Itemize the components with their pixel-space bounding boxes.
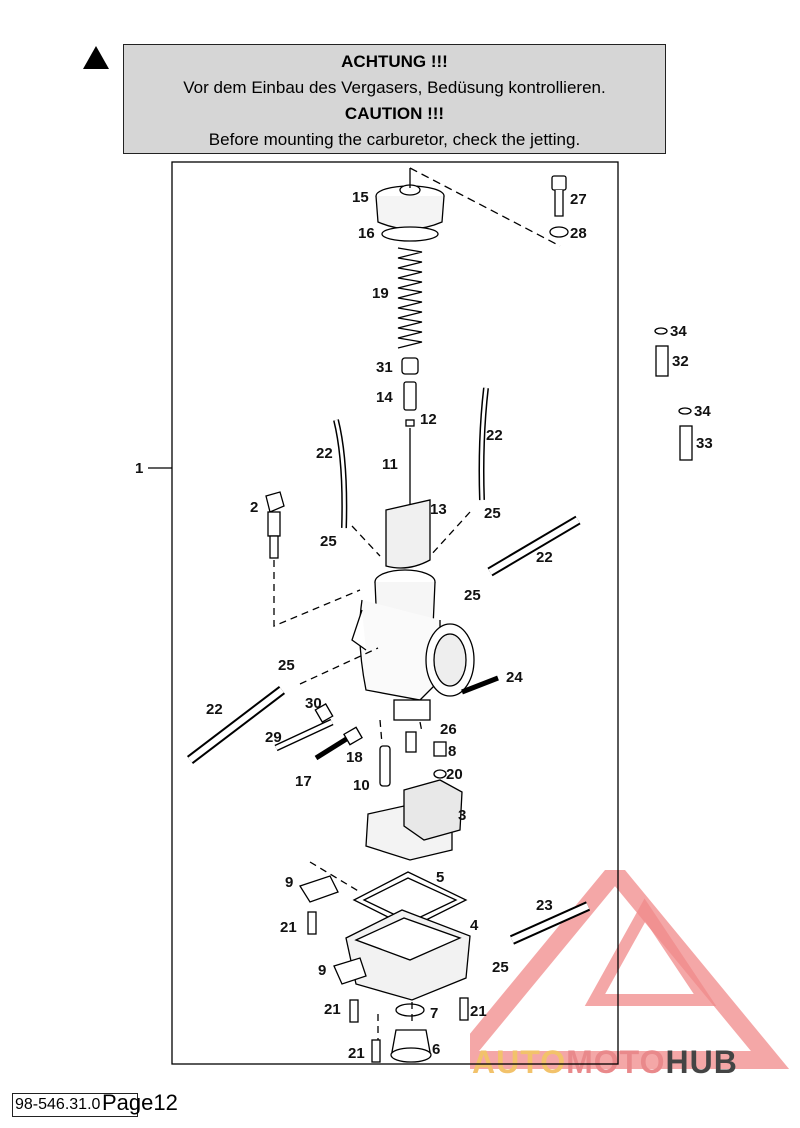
- assembly-frame: [171, 161, 619, 1065]
- label-17: 17: [295, 773, 312, 790]
- label-34b: 34: [694, 403, 711, 420]
- label-25e: 25: [492, 959, 509, 976]
- label-6: 6: [432, 1041, 440, 1058]
- watermark-logo: [470, 870, 790, 1069]
- label-26: 26: [440, 721, 457, 738]
- label-27: 27: [570, 191, 587, 208]
- watermark-text: AUTOMOTOHUB: [472, 1044, 738, 1080]
- label-29: 29: [265, 729, 282, 746]
- label-8: 8: [448, 743, 456, 760]
- label-10: 10: [353, 777, 370, 794]
- label-23: 23: [536, 897, 553, 914]
- label-22a: 22: [316, 445, 333, 462]
- label-21c: 21: [470, 1003, 487, 1020]
- label-34a: 34: [670, 323, 687, 340]
- label-32: 32: [672, 353, 689, 370]
- label-33: 33: [696, 435, 713, 452]
- label-7: 7: [430, 1005, 438, 1022]
- label-24: 24: [506, 669, 523, 686]
- caution-text-de: Vor dem Einbau des Vergasers, Bedüsung k…: [183, 78, 606, 97]
- label-1: 1: [135, 460, 143, 477]
- label-14: 14: [376, 389, 393, 406]
- label-19: 19: [372, 285, 389, 302]
- label-11: 11: [382, 456, 398, 473]
- label-5: 5: [436, 869, 444, 886]
- label-21d: 21: [348, 1045, 365, 1062]
- label-22b: 22: [486, 427, 503, 444]
- label-20: 20: [446, 766, 463, 783]
- label-25d: 25: [278, 657, 295, 674]
- label-22d: 22: [206, 701, 223, 718]
- page-number: Page12: [102, 1090, 178, 1115]
- warning-triangle-icon: [83, 46, 109, 69]
- label-21a: 21: [280, 919, 297, 936]
- label-25b: 25: [484, 505, 501, 522]
- label-25c: 25: [464, 587, 481, 604]
- label-13: 13: [430, 501, 447, 518]
- label-2: 2: [250, 499, 258, 516]
- label-9b: 9: [318, 962, 326, 979]
- label-18: 18: [346, 749, 363, 766]
- label-21b: 21: [324, 1001, 341, 1018]
- caution-heading-en: CAUTION !!!: [344, 104, 445, 123]
- caution-box: ACHTUNG !!! Vor dem Einbau des Vergasers…: [123, 44, 666, 154]
- caution-heading-de: ACHTUNG !!!: [341, 52, 448, 71]
- label-22c: 22: [536, 549, 553, 566]
- document-code: 98-546.31.0: [12, 1093, 138, 1117]
- label-15: 15: [352, 189, 369, 206]
- label-9a: 9: [285, 874, 293, 891]
- label-12: 12: [420, 411, 437, 428]
- label-28: 28: [570, 225, 587, 242]
- label-25a: 25: [320, 533, 337, 550]
- label-4: 4: [470, 917, 479, 934]
- caution-text-en: Before mounting the carburetor, check th…: [208, 130, 581, 149]
- label-16: 16: [358, 225, 375, 242]
- label-30: 30: [305, 695, 322, 712]
- label-31: 31: [376, 359, 393, 376]
- label-3: 3: [458, 807, 466, 824]
